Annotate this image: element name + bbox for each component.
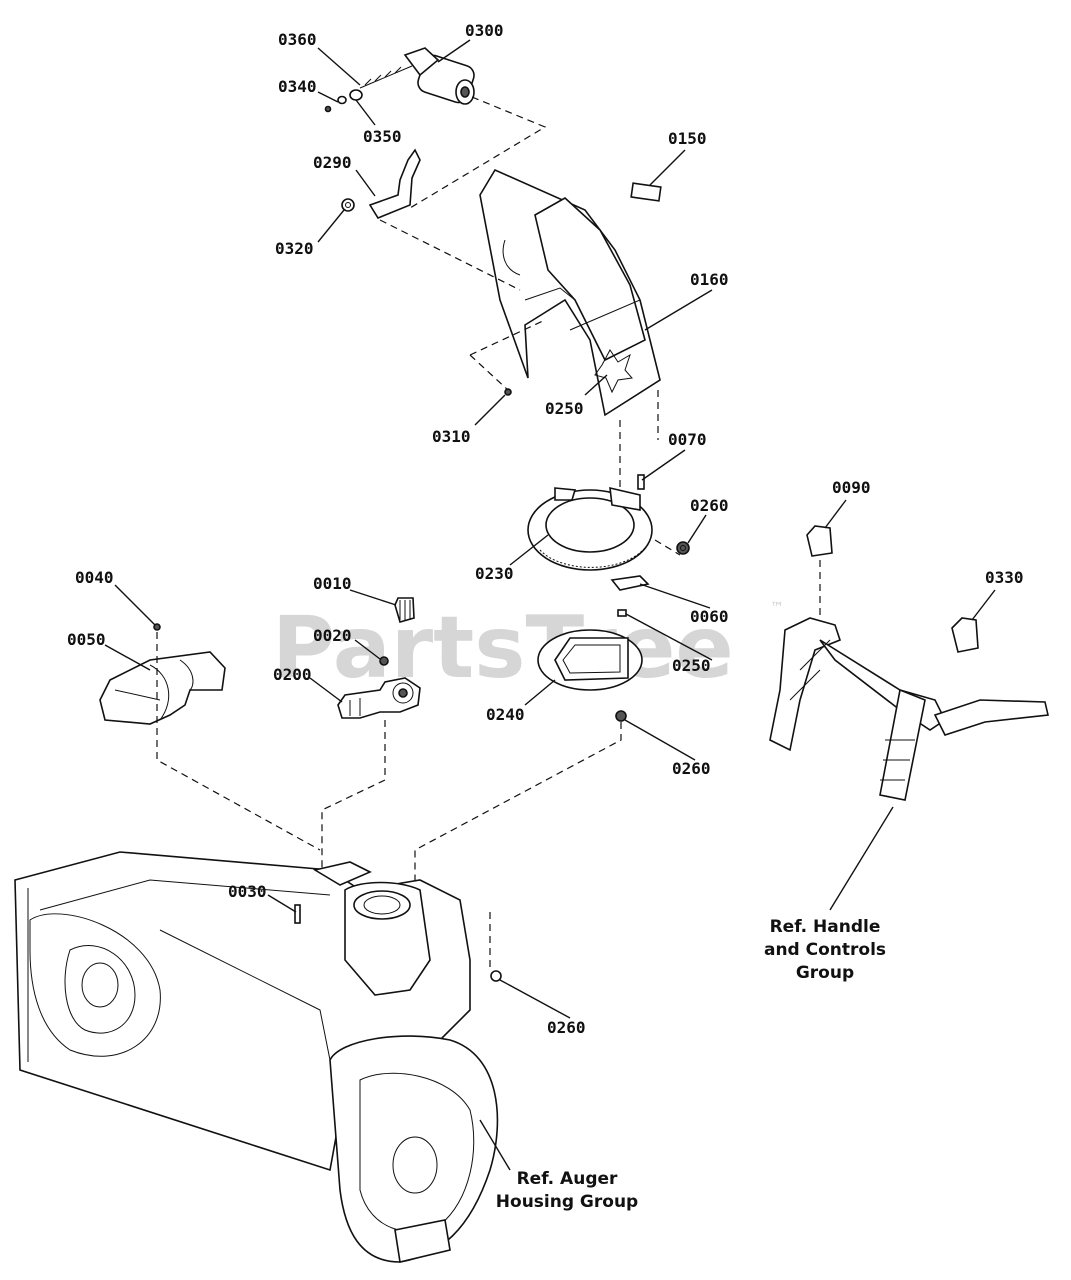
- callout-0230: 0230: [475, 564, 514, 583]
- callout-0330: 0330: [985, 568, 1024, 587]
- watermark: PartsTree: [272, 598, 734, 698]
- callout-0200: 0200: [273, 665, 312, 684]
- callout-0290: 0290: [313, 153, 352, 172]
- decal-0150: [630, 182, 662, 202]
- callout-0260-middle: 0260: [672, 759, 711, 778]
- chute-motor-0300: [359, 47, 475, 105]
- callout-0250-upper: 0250: [545, 399, 584, 418]
- gearbox-0200: [337, 677, 421, 719]
- callout-0160: 0160: [690, 270, 729, 289]
- spacer-0250-lower: [617, 609, 627, 617]
- callout-0040: 0040: [75, 568, 114, 587]
- callout-0240: 0240: [486, 705, 525, 724]
- callout-0150: 0150: [668, 129, 707, 148]
- assembly-line: [156, 632, 321, 851]
- callout-0250-lower: 0250: [672, 656, 711, 675]
- auger-housing: [14, 851, 499, 1263]
- washer-0350: [349, 89, 363, 101]
- nut-0260-upper: [676, 541, 690, 555]
- chute-assembly-0160: [479, 168, 661, 417]
- assembly-line: [469, 319, 546, 356]
- nut-0260-lower: [490, 970, 502, 982]
- chute-plate-0240: [537, 629, 643, 691]
- callout-0050: 0050: [67, 630, 106, 649]
- washer-0340: [324, 95, 347, 113]
- callout-0260-upper: 0260: [690, 496, 729, 515]
- clip-0060: [610, 575, 650, 591]
- assembly-line: [321, 720, 386, 870]
- screw-0040: [153, 623, 161, 631]
- ref-auger-line1: Ref. Auger: [517, 1169, 618, 1189]
- callout-0090: 0090: [832, 478, 871, 497]
- assembly-line: [654, 539, 681, 556]
- bracket-0290: [368, 148, 421, 219]
- callout-0320: 0320: [275, 239, 314, 258]
- ref-handle-line3: Group: [796, 963, 854, 983]
- cap-0330: [951, 617, 979, 653]
- screw-0310: [504, 388, 512, 396]
- knob-0010: [394, 597, 415, 623]
- cover-0050: [99, 651, 226, 725]
- ref-handle-line1: Ref. Handle: [770, 917, 881, 937]
- watermark-trademark: ™: [770, 600, 784, 616]
- cap-0090: [806, 525, 833, 557]
- assembly-line: [469, 354, 509, 391]
- callout-0020: 0020: [313, 626, 352, 645]
- handle-assembly: [769, 617, 1049, 801]
- callout-0350: 0350: [363, 127, 402, 146]
- callout-0030: 0030: [228, 882, 267, 901]
- callout-0300: 0300: [465, 21, 504, 40]
- callout-0340: 0340: [278, 77, 317, 96]
- callout-0260-lower: 0260: [547, 1018, 586, 1037]
- nut-0020: [379, 656, 389, 666]
- assembly-line: [379, 219, 521, 291]
- callout-0060: 0060: [690, 607, 729, 626]
- chute-ring-0230: [527, 486, 653, 571]
- callout-0360: 0360: [278, 30, 317, 49]
- nut-0260-middle: [615, 710, 627, 722]
- ref-handle-line2: and Controls: [764, 940, 886, 960]
- assembly-line: [409, 96, 547, 209]
- bolt-0070: [637, 474, 645, 490]
- callout-0010: 0010: [313, 574, 352, 593]
- leader-lines: [104, 39, 996, 1171]
- callout-0310: 0310: [432, 427, 471, 446]
- ref-auger-line2: Housing Group: [496, 1192, 638, 1212]
- callout-0070: 0070: [668, 430, 707, 449]
- nut-0320: [341, 198, 355, 212]
